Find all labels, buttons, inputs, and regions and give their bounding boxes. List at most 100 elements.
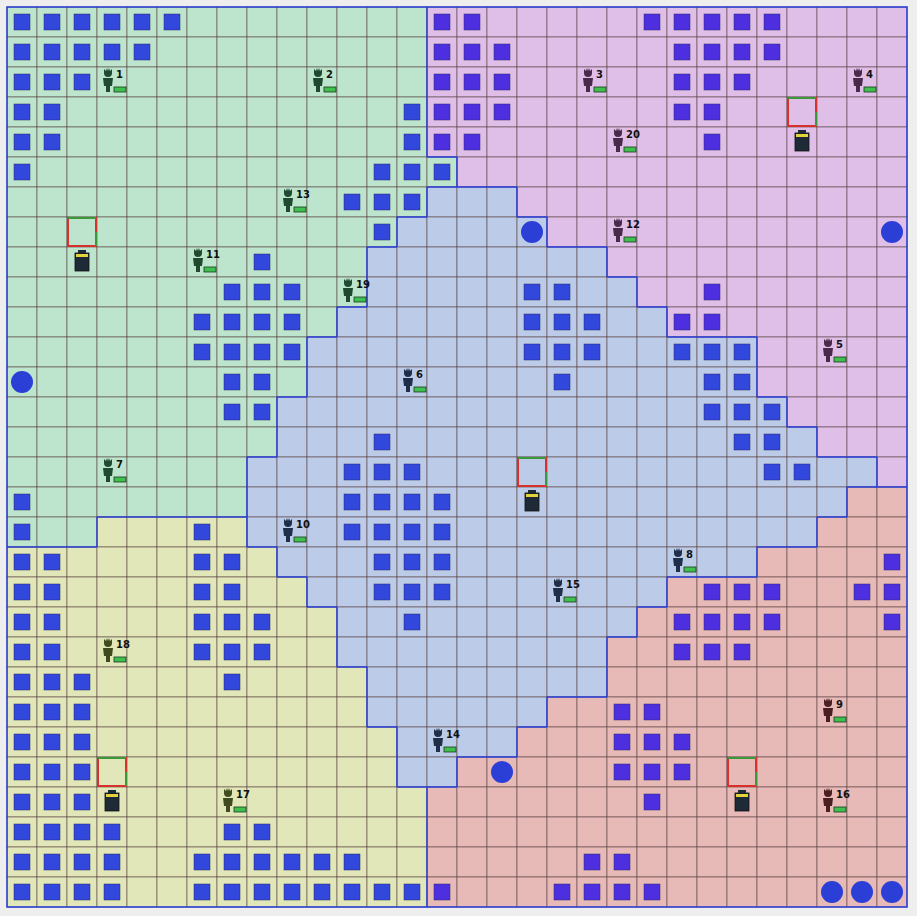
- grid-cell: [217, 37, 247, 67]
- grid-cell: [457, 427, 487, 457]
- grid-cell: [757, 847, 787, 877]
- grid-cell: [307, 697, 337, 727]
- grid-cell: [787, 307, 817, 337]
- grid-cell: [457, 667, 487, 697]
- obstacle-block: [434, 134, 450, 150]
- grid-cell: [67, 127, 97, 157]
- obstacle-block: [674, 614, 690, 630]
- grid-cell: [787, 517, 817, 547]
- grid-cell: [817, 697, 847, 727]
- region-border: [487, 186, 517, 188]
- grid-cell: [397, 457, 427, 487]
- region-border: [96, 517, 98, 547]
- grid-cell: [427, 547, 457, 577]
- region-border: [37, 546, 67, 548]
- charger-edge: [755, 772, 757, 786]
- region-border: [516, 187, 518, 217]
- grid-cell: [337, 337, 367, 367]
- region-border: [276, 427, 278, 457]
- grid-cell: [157, 547, 187, 577]
- grid-cell: [727, 67, 757, 97]
- grid-cell: [667, 307, 697, 337]
- grid-cell: [97, 397, 127, 427]
- region-border: [396, 757, 398, 787]
- grid-cell: [367, 667, 397, 697]
- obstacle-block: [284, 884, 300, 900]
- region-border: [277, 396, 307, 398]
- grid-cell: [607, 97, 637, 127]
- grid-cell: [667, 367, 697, 397]
- grid-cell: [427, 187, 457, 217]
- grid-cell: [877, 127, 907, 157]
- grid-cell: [577, 847, 607, 877]
- region-border: [637, 606, 667, 608]
- obstacle-block: [14, 734, 30, 750]
- grid-cell: [337, 127, 367, 157]
- grid-cell: [217, 247, 247, 277]
- grid-cell: [697, 367, 727, 397]
- region-border: [816, 427, 818, 457]
- grid-cell: [607, 187, 637, 217]
- callout-number: 3: [596, 69, 603, 81]
- grid-cell: [337, 397, 367, 427]
- obstacle-block: [44, 704, 60, 720]
- grid-cell: [127, 487, 157, 517]
- grid-cell: [187, 517, 217, 547]
- grid-cell: [97, 457, 127, 487]
- grid-cell: [67, 817, 97, 847]
- obstacle-block: [74, 824, 90, 840]
- agent-battery: [324, 87, 336, 92]
- grid-cell: [247, 847, 277, 877]
- obstacle-block: [704, 614, 720, 630]
- grid-cell: [247, 217, 277, 247]
- grid-cell: [367, 67, 397, 97]
- grid-cell: [367, 97, 397, 127]
- region-border: [367, 726, 397, 728]
- grid-cell: [457, 817, 487, 847]
- obstacle-block: [104, 824, 120, 840]
- grid-cell: [337, 157, 367, 187]
- grid-cell: [547, 97, 577, 127]
- obstacle-block: [344, 524, 360, 540]
- grid-cell: [337, 187, 367, 217]
- agent-icon: [583, 68, 606, 92]
- grid-cell: [217, 127, 247, 157]
- obstacle-block: [434, 74, 450, 90]
- grid-cell: [697, 607, 727, 637]
- grid-cell: [7, 157, 37, 187]
- obstacle-block: [734, 74, 750, 90]
- grid-cell: [757, 127, 787, 157]
- grid-cell: [217, 277, 247, 307]
- grid-cell: [157, 457, 187, 487]
- grid-cell: [577, 607, 607, 637]
- grid-cell: [877, 697, 907, 727]
- grid-cell: [757, 217, 787, 247]
- region-border: [306, 367, 308, 397]
- grid-cell: [67, 637, 97, 667]
- obstacle-block: [434, 494, 450, 510]
- grid-cell: [127, 277, 157, 307]
- grid-cell: [607, 277, 637, 307]
- agent-head: [824, 338, 832, 347]
- grid-cell: [307, 757, 337, 787]
- resource-orb: [521, 221, 543, 243]
- agent-head: [854, 68, 862, 77]
- grid-cell: [397, 217, 427, 247]
- obstacle-block: [404, 464, 420, 480]
- grid-cell: [157, 757, 187, 787]
- grid-cell: [727, 817, 757, 847]
- grid-cell: [787, 247, 817, 277]
- obstacle-block: [254, 854, 270, 870]
- region-border: [67, 546, 97, 548]
- obstacle-block: [494, 74, 510, 90]
- agent-head: [584, 68, 592, 77]
- grid-cell: [67, 97, 97, 127]
- grid-cell: [307, 7, 337, 37]
- grid-cell: [787, 457, 817, 487]
- grid-cell: [277, 757, 307, 787]
- grid-cell: [157, 877, 187, 907]
- grid-cell: [667, 37, 697, 67]
- grid-cell: [847, 277, 877, 307]
- grid-cell: [637, 607, 667, 637]
- region-border: [607, 636, 637, 638]
